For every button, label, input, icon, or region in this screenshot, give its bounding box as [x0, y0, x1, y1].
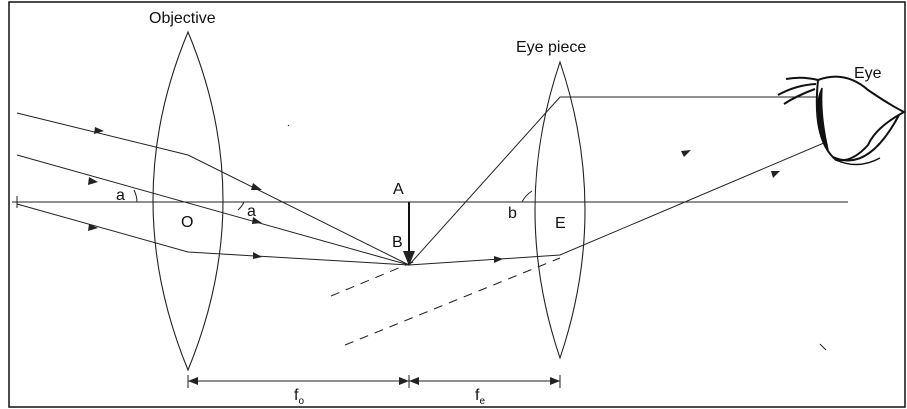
objective-lens — [152, 30, 224, 372]
virtual-ray-extension-1 — [330, 259, 419, 297]
eyepiece-lens — [534, 60, 586, 360]
ray-arrow-4 — [251, 183, 262, 190]
scale-arrow-fe-right — [550, 377, 560, 385]
ray-arrow-1 — [94, 127, 104, 134]
point-b-label: B — [392, 234, 403, 251]
ray-arrow-2 — [88, 177, 98, 185]
ray-arrow-3 — [88, 224, 98, 231]
ray-arrow-5 — [252, 217, 262, 224]
angle-arc-a-left — [133, 189, 138, 203]
virtual-ray-extension-2 — [344, 257, 561, 346]
point-a-label: A — [393, 181, 404, 198]
eyepiece-ray-top — [408, 96, 818, 266]
incident-ray-top — [16, 112, 410, 266]
eyepiece-ray-bottom — [408, 136, 839, 266]
incident-ray-middle — [16, 154, 410, 266]
angle-arc-a-right — [237, 201, 245, 211]
ray-arrow-6 — [253, 252, 262, 259]
point-e-label: E — [555, 215, 566, 232]
scale-arrow-fo-left — [188, 377, 198, 385]
incident-ray-bottom — [16, 203, 410, 266]
image-arrow-head — [403, 251, 415, 266]
focal-length-objective-label: fo — [294, 387, 304, 407]
angle-b-label: b — [508, 205, 517, 222]
diagram-border — [8, 1, 906, 408]
eye-icon — [777, 75, 907, 166]
eyepiece-label: Eye piece — [516, 39, 586, 56]
point-o-label: O — [181, 214, 193, 231]
stray-dot — [287, 124, 290, 127]
stray-mark — [819, 343, 827, 351]
objective-label: Objective — [149, 10, 216, 27]
ray-arrow-8 — [494, 256, 503, 263]
scale-arrow-fo-right — [399, 377, 409, 385]
ray-arrow-7 — [681, 150, 691, 157]
focal-length-eyepiece-label: fe — [475, 387, 485, 407]
eye-label: Eye — [854, 65, 882, 82]
ray-arrow-9 — [771, 171, 780, 178]
angle-arc-b — [521, 190, 533, 203]
angle-a-left-label: a — [116, 187, 125, 204]
angle-a-right-label: a — [247, 203, 256, 220]
scale-arrow-fe-left — [409, 377, 419, 385]
